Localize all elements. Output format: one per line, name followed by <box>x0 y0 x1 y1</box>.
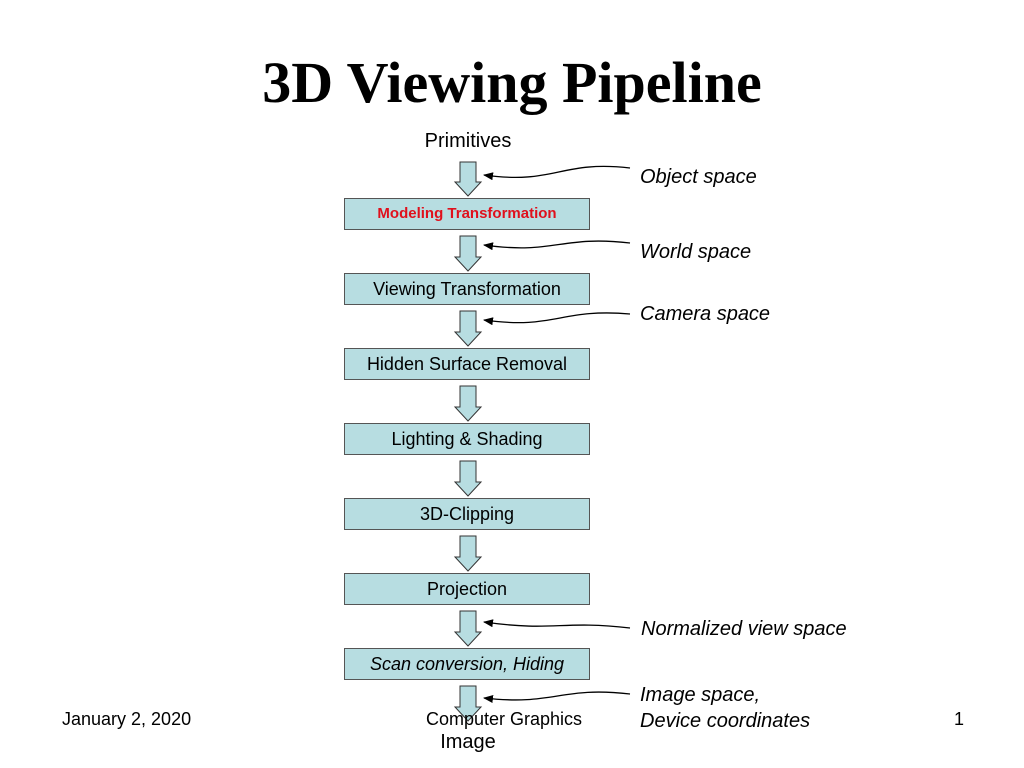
input-label-primitives: Primitives <box>424 130 512 152</box>
flow-arrow-8 <box>453 685 483 722</box>
output-label-image: Image <box>440 731 496 753</box>
flow-arrow-1 <box>453 161 483 197</box>
label-device-coordinates: Device coordinates <box>640 710 811 732</box>
footer-date: January 2, 2020 <box>62 709 192 729</box>
flow-arrow-5 <box>453 460 483 497</box>
flow-arrow-6 <box>453 535 483 572</box>
stage-hidden-surface-removal: Hidden Surface Removal <box>344 348 590 380</box>
footer-course: Computer Graphics <box>426 709 583 729</box>
slide-title: 3D Viewing Pipeline <box>262 50 762 115</box>
flow-arrow-3 <box>453 310 483 347</box>
callout-image-space <box>483 691 631 703</box>
stage-modeling-transformation: Modeling Transformation <box>344 198 590 230</box>
label-image-space: Image space, <box>640 684 761 706</box>
label-camera-space: Camera space <box>640 303 771 325</box>
callout-camera-space <box>483 312 631 326</box>
stage-scan-conversion: Scan conversion, Hiding <box>344 648 590 680</box>
stage-viewing-transformation: Viewing Transformation <box>344 273 590 305</box>
stage-projection: Projection <box>344 573 590 605</box>
stage-lighting-shading: Lighting & Shading <box>344 423 590 455</box>
label-world-space: World space <box>640 241 752 263</box>
callout-object-space <box>483 165 631 181</box>
flow-arrow-2 <box>453 235 483 272</box>
flow-arrow-4 <box>453 385 483 422</box>
label-normalized-view-space: Normalized view space <box>641 618 847 640</box>
stage-3d-clipping: 3D-Clipping <box>344 498 590 530</box>
label-object-space: Object space <box>640 166 757 188</box>
footer-page-number: 1 <box>954 709 965 729</box>
flow-arrow-7 <box>453 610 483 647</box>
callout-normalized-view-space <box>483 619 631 629</box>
callout-world-space <box>483 240 631 251</box>
